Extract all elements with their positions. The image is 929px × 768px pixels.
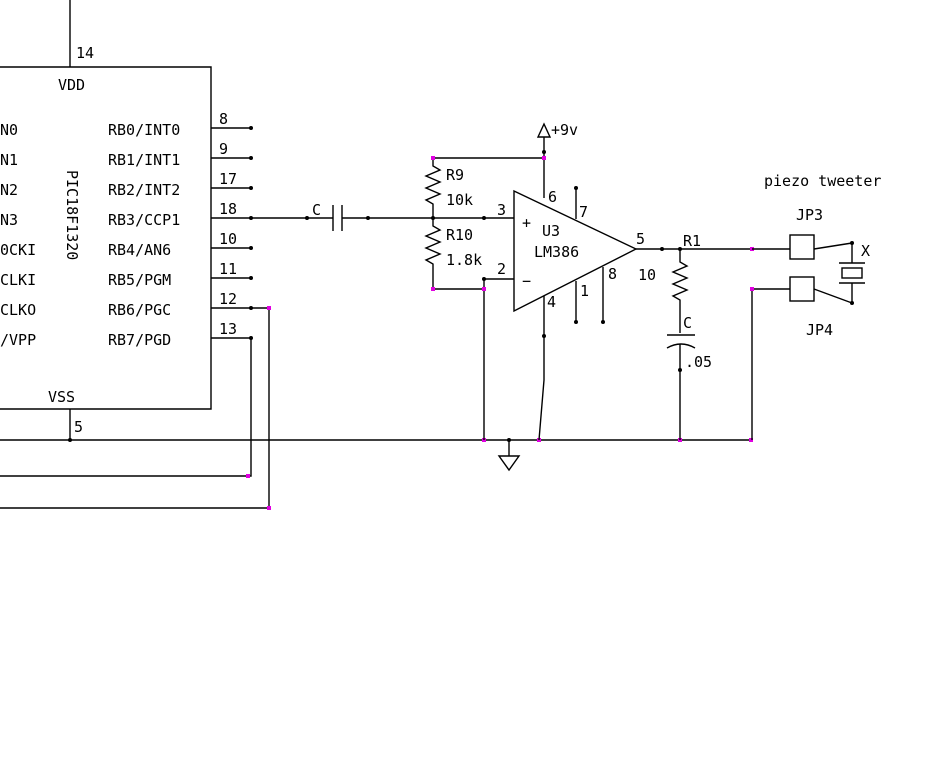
ground-bus: [0, 438, 753, 472]
tweeter-label: piezo tweeter: [764, 172, 881, 190]
supply-9v: +9v: [536, 121, 578, 198]
pin-number: 8: [608, 265, 617, 283]
pin-number: 7: [579, 203, 588, 221]
left-pin-label: N0: [0, 121, 18, 139]
pin-number: 9: [219, 140, 228, 158]
pin-name: RB1/INT1: [108, 151, 180, 169]
pin-number: 12: [219, 290, 237, 308]
pin-name: RB6/PGC: [108, 301, 171, 319]
r1-ref: R1: [683, 232, 701, 250]
jp4-ref: JP4: [806, 321, 833, 339]
jumper-jp3: JP3: [750, 206, 853, 260]
right-pin-rb0: RB0/INT0 8: [108, 110, 253, 139]
piezo-tweeter: X piezo tweeter: [764, 172, 881, 305]
coupling-capacitor: C: [251, 201, 433, 231]
mcu: 14 VDD VSS 5 PIC18F1320 N0 N1 N2 N3 0CKI…: [0, 0, 271, 510]
pin-number: 10: [219, 230, 237, 248]
right-pin-rb4: RB4/AN6 10: [108, 230, 253, 259]
pin-number: 8: [219, 110, 228, 128]
pin-number: 13: [219, 320, 237, 338]
pin-number: 11: [219, 260, 237, 278]
resistor-r1: R1 10: [638, 232, 701, 333]
r9-value: 10k: [446, 191, 473, 209]
vdd-label: VDD: [58, 76, 85, 94]
vdd-pin-number: 14: [76, 44, 94, 62]
left-pin-label: CLKI: [0, 271, 36, 289]
vss-pin-number: 5: [74, 418, 83, 436]
left-pin-label: N3: [0, 211, 18, 229]
pin-name: RB0/INT0: [108, 121, 180, 139]
resistor-r10: R10 1.8k: [424, 216, 484, 291]
pin-name: RB5/PGM: [108, 271, 171, 289]
r10-ref: R10: [446, 226, 473, 244]
right-pin-rb3: RB3/CCP1 18: [108, 200, 253, 229]
supply-label: +9v: [551, 121, 578, 139]
pin-name: RB2/INT2: [108, 181, 180, 199]
pin-number: 2: [497, 260, 506, 278]
capacitor-ref: C: [683, 314, 692, 332]
power-arrow-icon: [536, 122, 552, 138]
amp-ref: U3: [542, 222, 560, 240]
r1-value: 10: [638, 266, 656, 284]
left-pin-label: N2: [0, 181, 18, 199]
jumper-jp4: JP4: [750, 276, 853, 440]
left-pin-label: /VPP: [0, 331, 36, 349]
ground-icon: [497, 455, 521, 472]
pin-number: 4: [547, 293, 556, 311]
right-pin-rb7: RB7/PGD 13: [108, 320, 253, 349]
r10-value: 1.8k: [446, 251, 482, 269]
vss-label: VSS: [48, 388, 75, 406]
left-pin-label: 0CKI: [0, 241, 36, 259]
right-pin-rb2: RB2/INT2 17: [108, 170, 253, 199]
pin-number: 1: [580, 282, 589, 300]
pin-name: RB4/AN6: [108, 241, 171, 259]
r9-ref: R9: [446, 166, 464, 184]
output-capacitor: C .05: [666, 314, 712, 440]
right-pin-rb1: RB1/INT1 9: [108, 140, 253, 169]
left-pin-label: CLKO: [0, 301, 36, 319]
pin-name: RB3/CCP1: [108, 211, 180, 229]
pin-number: 5: [636, 230, 645, 248]
amp-minus: −: [522, 272, 531, 290]
jp3-ref: JP3: [796, 206, 823, 224]
capacitor-value: .05: [685, 353, 712, 371]
amp-part: LM386: [534, 243, 579, 261]
capacitor-ref: C: [312, 201, 321, 219]
pin-number: 18: [219, 200, 237, 218]
pin-number: 17: [219, 170, 237, 188]
amp-plus: +: [522, 214, 531, 232]
right-pin-rb6: RB6/PGC 12: [108, 290, 269, 319]
pin-name: RB7/PGD: [108, 331, 171, 349]
right-pin-rb5: RB5/PGM 11: [108, 260, 253, 289]
resistor-r9: R9 10k: [424, 156, 544, 218]
pin-number: 6: [548, 188, 557, 206]
pin-number: 3: [497, 201, 506, 219]
mcu-part-name: PIC18F1320: [63, 170, 81, 260]
left-pin-label: N1: [0, 151, 18, 169]
tweeter-ref: X: [861, 242, 870, 260]
amplifier-u3: + − U3 LM386 3 2 6 7 4 1 8 5: [433, 186, 752, 441]
